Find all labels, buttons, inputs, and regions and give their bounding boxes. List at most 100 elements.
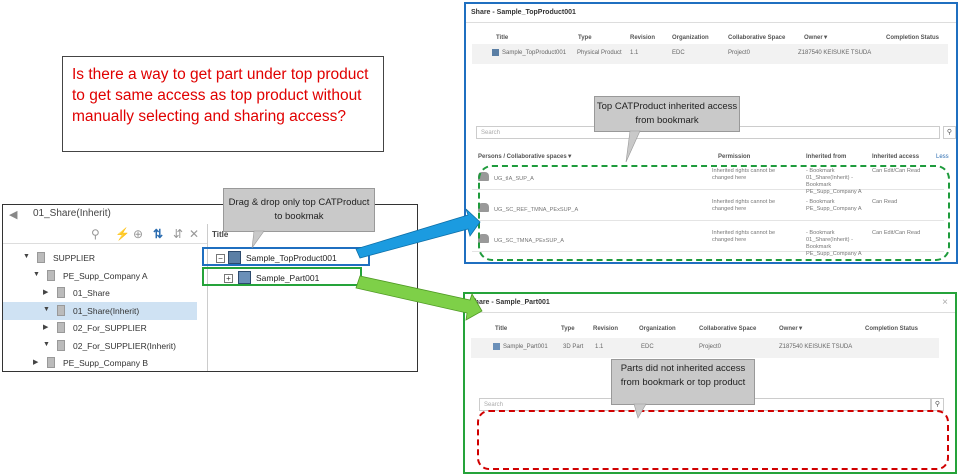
column-title: Title [212,230,229,239]
tree-panel-title: 01_Share(Inherit) [33,208,111,219]
inherited-from-text: - Bookmark PE_Supp_Company A [806,199,862,212]
product-structure-pane: Title − Sample_TopProduct001 + Sample_Pa… [202,224,417,371]
cell-title: Sample_TopProduct001 [502,50,567,56]
node-part[interactable]: + Sample_Part001 [202,267,362,286]
tree-item[interactable]: ▼ 01_Share(Inherit) [3,301,197,320]
close-icon[interactable]: × [942,297,948,308]
col-title: Title [495,326,508,332]
permission-text: Inherited rights cannot be changed here [712,230,776,243]
less-link[interactable]: Less [936,154,949,160]
col-collab-space: Collaborative Space [728,35,786,41]
binoculars-icon[interactable]: ⚲ [91,227,100,241]
sort-icon[interactable]: ⇅ [153,227,164,241]
tree-item[interactable]: ▼ PE_Supp_Company A [3,267,197,285]
inherited-access-text: Can Edit/Can Read [872,230,921,236]
tree-item[interactable]: ▶ 01_Share [3,284,197,302]
product-icon [228,251,241,264]
col-type: Type [561,326,575,332]
expand-toggle[interactable]: + [224,274,233,283]
col-collab-space: Collaborative Space [699,326,757,332]
tree-item-label: 01_Share [73,288,110,298]
person-row[interactable]: UG_SC_TMNA_PExSUP_A Inherited rights cann… [472,228,944,257]
cell-owner: Z187540 KEISUKE TSUDA [779,344,853,350]
tree-item[interactable]: ▶PE_Supp_Company B [3,354,197,371]
col-permission: Permission [718,154,751,160]
chevron-right-icon[interactable]: ▶ [43,289,49,296]
chevron-right-icon[interactable]: ▶ [33,359,39,366]
tree-item-label: PE_Supp_Company A [63,270,148,281]
lightning-icon[interactable]: ⚡ [115,227,130,241]
col-persons[interactable]: Persons / Collaborative spaces▼ [478,154,573,160]
close-icon[interactable]: ✕ [189,227,200,241]
bookmark-icon [57,322,65,333]
tree-item[interactable]: ▶ 02_For_SUPPLIER [3,319,197,337]
person-row[interactable]: UG_SC_REF_TMNA_PExSUP_A Inherited rights … [472,197,944,221]
cell-revision: 1.1 [630,50,639,56]
cell-organization: EDC [672,50,685,56]
bookmark-tree-panel: ◀ 01_Share(Inherit) ⚲ ⚡ ⊕ ⇅ ⇵ ✕ ▼SUPPLIE… [2,204,418,372]
chevron-down-icon[interactable]: ▼ [43,340,50,348]
tree-item[interactable]: ▼SUPPLIER [3,249,197,267]
inherited-from-text: - Bookmark 01_Share(Inherit) - Bookmark … [806,168,862,195]
tree-toolbar: ⚲ ⚡ ⊕ ⇅ ⇵ ✕ [3,224,207,244]
col-revision: Revision [593,326,619,332]
chevron-down-icon[interactable]: ▼ [23,253,30,260]
drag-callout-pointer [251,230,265,249]
person-row[interactable]: UG_tIA_SUP_A Inherited rights cannot be c… [472,166,944,195]
sort-icon-2[interactable]: ⇵ [173,227,184,241]
chevron-down-icon[interactable]: ▼ [43,305,50,313]
col-completion: Completion Status [886,35,940,41]
group-icon [478,234,489,243]
search-icon[interactable]: ⚲ [943,126,956,139]
back-arrow-icon[interactable]: ◀ [9,209,18,221]
tree-item-label: 01_Share(Inherit) [73,305,140,316]
cell-owner: Z187540 KEISUKE TSUDA [798,50,872,56]
group-icon [478,203,489,212]
person-name: UG_SC_REF_TMNA_PExSUP_A [494,207,579,213]
tree-item[interactable]: ▼ 02_For_SUPPLIER(Inherit) [3,337,197,355]
tree-item-label: 02_For_SUPPLIER [73,323,147,333]
green-arrow [355,275,483,321]
permission-text: Inherited rights cannot be changed here [712,199,776,212]
dialog-title: Share - Sample_TopProduct001 [471,9,576,16]
panel-divider [207,224,208,371]
cell-title: Sample_Part001 [503,344,548,350]
col-title: Title [496,35,509,41]
node-top-product[interactable]: − Sample_TopProduct001 [202,247,370,266]
permission-text: Inherited rights cannot be changed here [712,168,776,181]
col-inherited-access: Inherited access [872,154,920,160]
tree-item-label: 02_For_SUPPLIER(Inherit) [73,340,176,351]
inherited-access-text: Can Edit/Can Read [872,168,921,174]
cell-type: 3D Part [563,344,584,350]
empty-access-highlight [477,410,949,470]
question-box: Is there a way to get part under top pro… [62,56,384,152]
bookmark-tree: ▼SUPPLIER▼PE_Supp_Company A▶01_Share▼01_… [3,245,207,371]
bookmark-icon [47,269,55,281]
person-name: UG_tIA_SUP_A [494,176,534,182]
bookmark-icon [57,304,65,316]
col-type: Type [578,35,592,41]
table-row[interactable]: Sample_Part001 3D Part 1.1 EDC Project0 … [471,338,939,358]
product-icon [492,49,499,56]
table-row[interactable]: Sample_TopProduct001 Physical Product 1.… [472,44,948,64]
bookmark-icon [37,252,45,263]
inherited-callout: Top CATProduct inherited access from boo… [594,96,740,132]
chevron-right-icon[interactable]: ▶ [43,324,49,331]
bookmark-icon [57,287,65,298]
chevron-down-icon[interactable]: ▼ [33,270,40,278]
collapse-toggle[interactable]: − [216,254,225,263]
target-icon[interactable]: ⊕ [133,227,144,241]
bookmark-icon [47,357,55,368]
inherited-from-text: - Bookmark 01_Share(Inherit) - Bookmark … [806,230,862,257]
col-organization: Organization [639,326,676,332]
cell-collab-space: Project0 [728,50,751,56]
col-inherited-from: Inherited from [806,154,847,160]
dialog-title: Share - Sample_Part001 [470,299,550,306]
node-label: Sample_TopProduct001 [246,253,337,263]
not-inherited-callout: Parts did not inherited access from book… [611,359,755,405]
cell-organization: EDC [641,344,654,350]
drag-callout: Drag & drop only top CATProduct to bookm… [223,188,375,232]
part-icon [238,271,251,284]
person-name: UG_SC_TMNA_PExSUP_A [494,238,564,244]
